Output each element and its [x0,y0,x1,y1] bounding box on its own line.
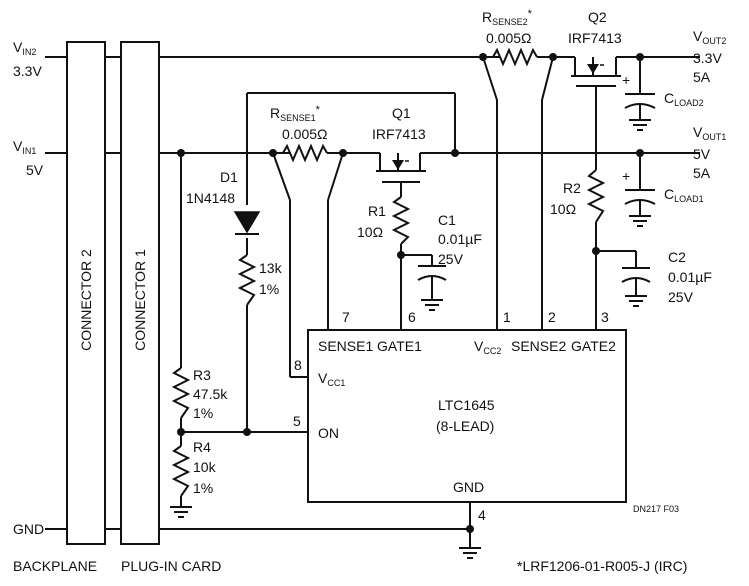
vout1-current: 5A [693,165,711,181]
cload1-plus: + [622,168,630,184]
r4-resistor [171,445,191,497]
r1-value: 10Ω [357,224,383,240]
cload2-capacitor: + [622,72,656,109]
r2-value: 10Ω [550,201,576,217]
r2-ref: R2 [563,180,581,196]
rsense1-resistor [273,143,343,163]
vout2-voltage: 3.3V [693,50,722,66]
vout1-name: VOUT1 [693,124,726,142]
vin2-name: VIN2 [13,39,36,57]
r3-ref: R3 [193,367,211,383]
vout2-current: 5A [693,69,711,85]
pin-vcc1-label: VCC1 [318,370,345,388]
rsense1-value: 0.005Ω [282,126,328,142]
ground-symbol [459,547,481,559]
rsense2-name: RSENSE2* [482,8,533,27]
r4-ref: R4 [193,439,211,455]
q2-ref: Q2 [588,9,607,25]
pin-number-1: 1 [503,309,511,325]
q1-ref: Q1 [392,105,411,121]
connector-2-label: CONNECTOR 2 [78,249,94,351]
pin-number-5: 5 [293,413,301,429]
pin-sense2-label: SENSE2 [511,338,566,354]
pin-number-8: 8 [294,357,302,373]
ground-symbol [625,295,647,307]
r13k-value: 13k [259,260,283,276]
cload1-capacitor: + [622,168,656,205]
wires [45,56,700,548]
c2-ref: C2 [668,249,686,265]
vout1-voltage: 5V [693,146,711,162]
r3-value: 47.5k [193,386,228,402]
cload2-plus: + [622,72,630,88]
ltc1645-ic [307,329,627,503]
ground-symbol [629,119,651,131]
c2-capacitor [621,267,651,283]
pin-gnd-label: GND [453,479,484,495]
r2-resistor [586,169,606,223]
r1-ref: R1 [368,203,386,219]
q1-part: IRF7413 [372,126,426,142]
vin1-value: 5V [26,162,44,178]
pin-gate2-label: GATE2 [571,338,616,354]
c2-voltage: 25V [668,289,694,305]
r4-tolerance: 1% [193,480,213,496]
vin1-name: VIN1 [13,138,36,156]
c1-capacitor [417,265,447,281]
rsense1-name: RSENSE1* [270,104,321,123]
c1-voltage: 25V [438,251,464,267]
r4-value: 10k [193,459,217,475]
d1-diode [233,211,261,235]
footnote: *LRF1206-01-R005-J (IRC) [517,558,687,574]
pin-number-6: 6 [408,309,416,325]
cload1-label: CLOAD1 [664,186,704,204]
pin-number-4: 4 [478,507,486,523]
figure-id: DN217 F03 [633,504,679,514]
r13k-tolerance: 1% [259,281,279,297]
pin-gate1-label: GATE1 [377,338,422,354]
c1-value: 0.01µF [438,231,482,247]
d1-part: 1N4148 [186,190,235,206]
c2-value: 0.01µF [668,269,712,285]
cload2-label: CLOAD2 [664,90,704,108]
gnd-label: GND [13,521,44,537]
pin-on-label: ON [318,425,339,441]
q1-mosfet [376,153,426,183]
pin-number-7: 7 [342,309,350,325]
pin-vcc2-label: VCC2 [474,338,501,356]
backplane-label: BACKPLANE [13,558,97,574]
d1-ref: D1 [220,169,238,185]
c1-ref: C1 [438,212,456,228]
ic-package: (8-LEAD) [436,418,494,434]
r3-tolerance: 1% [193,405,213,421]
vout2-name: VOUT2 [693,28,726,46]
connector-2: CONNECTOR 2 [66,41,106,545]
connector-1: CONNECTOR 1 [120,41,160,545]
pin-number-2: 2 [548,309,556,325]
ground-symbol [629,215,651,227]
rsense2-resistor [483,47,553,67]
r1-resistor [391,196,411,245]
rsense2-value: 0.005Ω [486,30,532,46]
ground-symbol [170,506,192,518]
ic-name: LTC1645 [438,397,495,413]
r3-resistor [171,367,191,419]
r13k-resistor [237,254,257,306]
q2-mosfet [571,57,621,87]
pin-sense1-label: SENSE1 [318,338,373,354]
plugin-card-label: PLUG-IN CARD [121,558,221,574]
connector-1-label: CONNECTOR 1 [132,249,148,351]
vin2-value: 3.3V [13,63,42,79]
ground-symbol [421,299,443,311]
pin-number-3: 3 [601,309,609,325]
q2-part: IRF7413 [568,30,622,46]
